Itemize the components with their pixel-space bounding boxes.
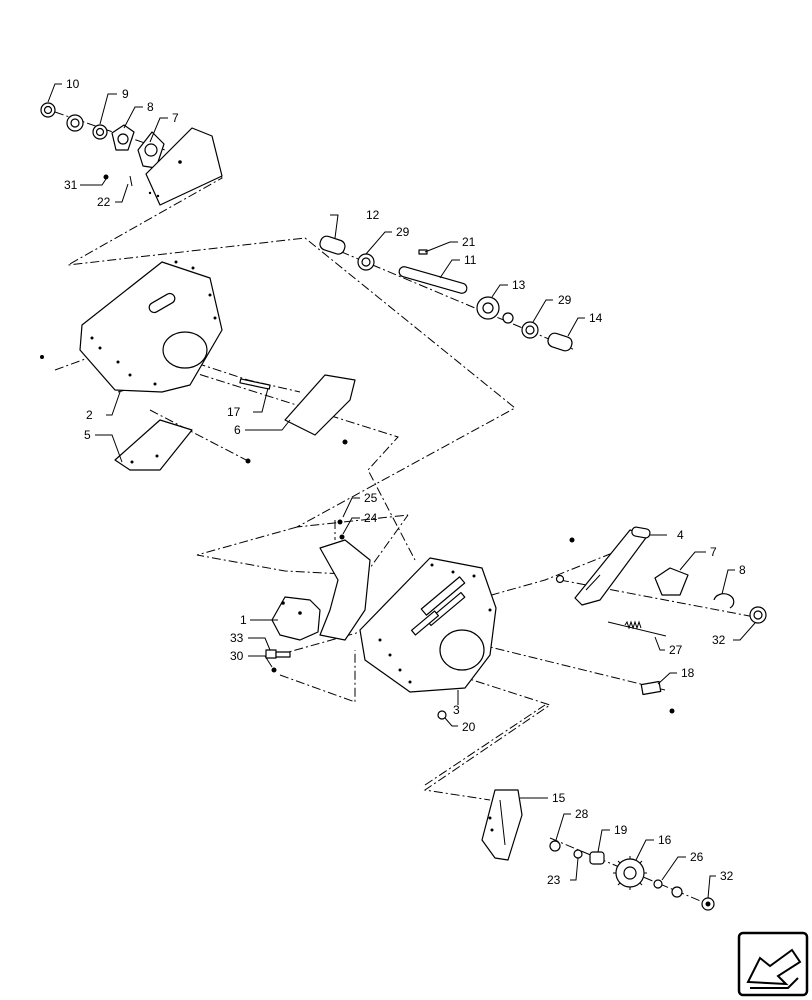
part-1-housing xyxy=(271,596,321,641)
idler-bracket-plate xyxy=(145,127,223,206)
callout-10: 10 xyxy=(66,77,80,91)
washer-4 xyxy=(555,574,565,584)
part-11-shaft xyxy=(398,266,468,294)
bolt-6 xyxy=(342,439,348,445)
callout-33: 33 xyxy=(230,631,244,645)
part-18-bracket xyxy=(640,680,662,696)
part-17-pin xyxy=(239,378,271,390)
part-9-collar xyxy=(66,114,84,132)
bolt-left xyxy=(40,355,44,359)
callout-22: 22 xyxy=(97,195,111,209)
part-4-tensioner-arm xyxy=(574,526,651,606)
curved-guard xyxy=(319,539,371,641)
part-32b-nut xyxy=(701,897,715,911)
callout-3: 3 xyxy=(453,703,460,717)
callout-7: 7 xyxy=(710,545,717,559)
part-2-side-plate xyxy=(79,260,223,393)
part-29a-bearing xyxy=(357,253,375,271)
bolt-5 xyxy=(245,458,251,464)
callout-9: 9 xyxy=(122,87,129,101)
part-20-washer xyxy=(437,710,447,720)
part-31-nut xyxy=(103,174,109,180)
callout-21: 21 xyxy=(462,235,476,249)
part-19-bushing xyxy=(589,851,605,865)
callout-27: 27 xyxy=(669,643,683,657)
part-13-washer xyxy=(502,312,514,324)
part-14-spacer xyxy=(547,332,573,352)
callout-23: 23 xyxy=(547,873,561,887)
part-13-sprocket xyxy=(476,296,500,320)
part-6-bracket xyxy=(284,374,356,436)
callout-26: 26 xyxy=(690,850,704,864)
part-24-washer xyxy=(339,534,345,540)
part-27-spring xyxy=(607,620,667,637)
callout-18: 18 xyxy=(681,666,695,680)
part-8-flange xyxy=(111,124,135,151)
part-7-flange xyxy=(137,131,165,169)
part-7-clamp xyxy=(654,567,689,596)
callout-13: 13 xyxy=(512,278,526,292)
callout-17: 17 xyxy=(227,405,241,419)
part-25-bolt xyxy=(337,519,343,525)
callout-16: 16 xyxy=(658,833,672,847)
callout-30: 30 xyxy=(230,649,244,663)
callout-14: 14 xyxy=(589,311,603,325)
bolt-4 xyxy=(569,537,575,543)
callout-8: 8 xyxy=(739,563,746,577)
part-32a-bearing xyxy=(749,606,767,624)
callout-2: 2 xyxy=(86,408,93,422)
callout-29: 29 xyxy=(396,225,410,239)
callout-19: 19 xyxy=(614,823,628,837)
callout-6: 6 xyxy=(234,423,241,437)
callout-29: 29 xyxy=(558,293,572,307)
callout-11: 11 xyxy=(464,253,477,267)
callout-20: 20 xyxy=(462,720,476,734)
part-12-spacer xyxy=(319,235,346,255)
part-5-plate xyxy=(114,419,193,471)
part-15-plate xyxy=(481,789,523,861)
callout-8: 8 xyxy=(147,100,154,114)
callout-31: 31 xyxy=(64,178,78,192)
part-16-sprocket xyxy=(613,856,647,890)
callout-28: 28 xyxy=(575,807,589,821)
callout-1: 1 xyxy=(240,613,247,627)
callout-25: 25 xyxy=(364,491,378,505)
callout-7: 7 xyxy=(172,111,179,125)
callout-32: 32 xyxy=(720,869,734,883)
part-26-washer xyxy=(653,879,663,889)
callout-4: 4 xyxy=(677,528,684,542)
callout-32: 32 xyxy=(712,633,726,647)
part-21-key xyxy=(418,249,428,255)
bolt-18 xyxy=(669,708,675,714)
callout-12: 12 xyxy=(366,208,380,222)
part-30-nut xyxy=(271,667,277,673)
callout-labels: 10 9 8 7 31 22 12 29 21 11 13 29 14 2 5 … xyxy=(64,77,746,887)
part-9b-ring xyxy=(92,124,108,140)
part-28-washer xyxy=(549,840,561,852)
part-23-washer xyxy=(573,849,583,859)
callout-leaders xyxy=(47,83,756,899)
part-8-clip xyxy=(713,593,735,609)
washer-26b xyxy=(671,886,683,898)
part-22-pin xyxy=(129,175,133,187)
part-33-bolt xyxy=(265,649,291,659)
next-page-arrow-icon[interactable] xyxy=(737,931,809,997)
callout-24: 24 xyxy=(364,511,378,525)
callout-5: 5 xyxy=(84,428,91,442)
part-10-bearing xyxy=(40,102,56,118)
part-3-main-plate xyxy=(359,557,497,693)
part-29b-bearing xyxy=(521,321,539,339)
callout-15: 15 xyxy=(552,791,566,805)
